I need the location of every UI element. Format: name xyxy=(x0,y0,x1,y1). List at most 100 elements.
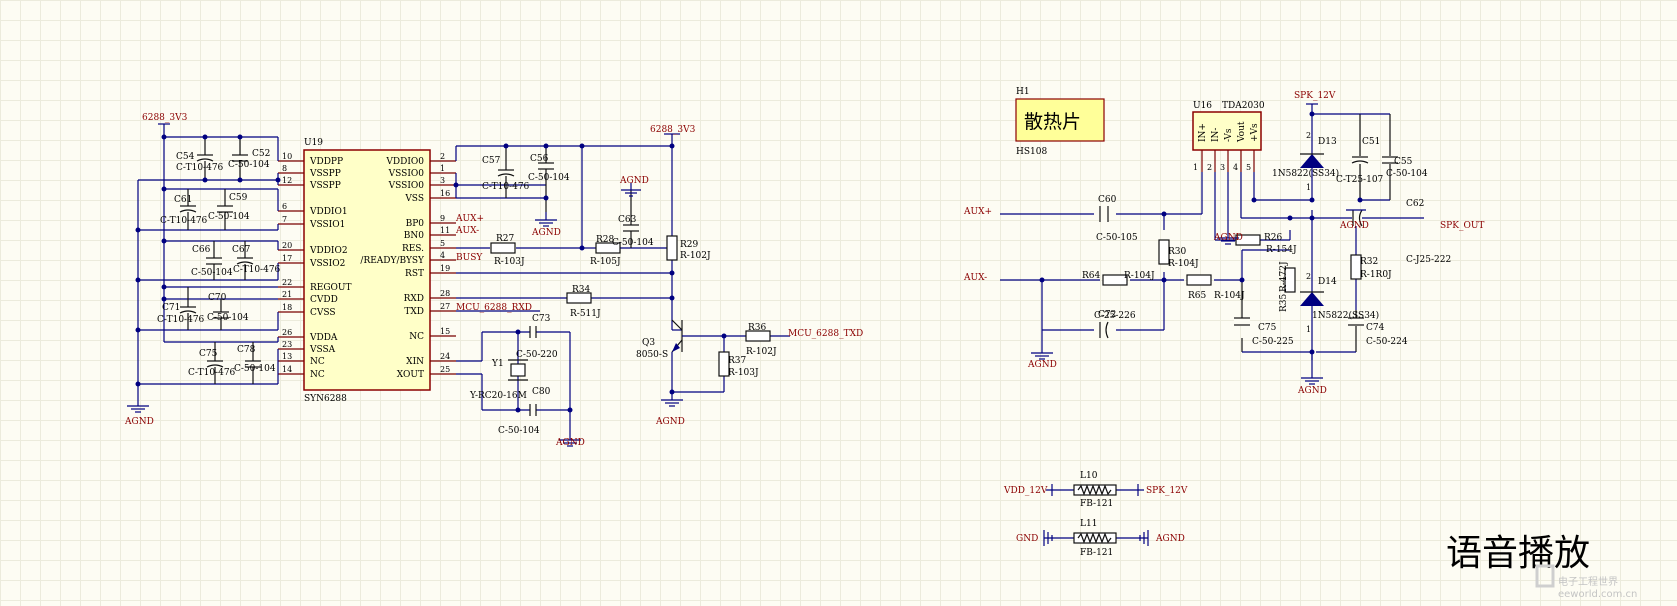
cap-c80[interactable] xyxy=(529,404,537,416)
cap-c52[interactable] xyxy=(232,154,248,162)
d13-ref: D13 xyxy=(1318,137,1337,147)
pin-name: RXD xyxy=(404,294,424,304)
pin-name: VSSPP xyxy=(309,181,341,191)
cap-c62[interactable] xyxy=(1352,209,1363,227)
diode-d13[interactable] xyxy=(1300,153,1324,168)
c80-ref: C80 xyxy=(532,387,551,397)
pin-name: VSSIO0 xyxy=(388,181,425,191)
c72-ref: C72 xyxy=(1098,310,1116,320)
u16-amplifier[interactable]: U16 TDA2030 IN+ IN- -Vs Vout +Vs 1 2 3 4… xyxy=(1192,101,1265,172)
r27-ref: R27 xyxy=(496,234,515,244)
pin-num: 6 xyxy=(282,202,287,211)
cap-c74[interactable] xyxy=(1348,317,1364,326)
q3-val: 8050-S xyxy=(636,350,668,360)
cap-c78[interactable] xyxy=(245,360,261,368)
left-junctions xyxy=(135,134,281,387)
cap-c55[interactable] xyxy=(1382,156,1398,164)
net-agnd-bead: AGND xyxy=(1155,534,1185,544)
cap-c60[interactable] xyxy=(1099,206,1109,222)
cap-c54[interactable] xyxy=(196,154,214,162)
r37-ref: R37 xyxy=(728,356,747,366)
c60-val: C-50-105 xyxy=(1096,233,1138,243)
resistor-r65[interactable] xyxy=(1186,274,1212,286)
cap-c61[interactable] xyxy=(179,205,197,213)
c63-val: C-50-104 xyxy=(612,238,654,248)
c74-ref: C74 xyxy=(1366,323,1385,333)
net-mcu-txd: MCU_6288_TXD xyxy=(788,329,863,339)
page-title: 语音播放 xyxy=(1446,533,1590,574)
pin-num: 5 xyxy=(440,239,445,248)
r26-val: R-154J xyxy=(1266,245,1297,255)
resistor-r27[interactable] xyxy=(490,242,516,254)
watermark-logo: 电子工程世界 eeworld.com.cn xyxy=(1535,564,1637,600)
cap-c75b[interactable] xyxy=(1234,317,1250,326)
pin-name: BP0 xyxy=(406,219,425,229)
cap-c70[interactable] xyxy=(213,311,229,319)
cap-c59[interactable] xyxy=(217,205,233,213)
cap-c67[interactable] xyxy=(236,257,254,265)
net-6288-3v3-left: 6288_3V3 xyxy=(142,113,188,123)
cap-c66[interactable] xyxy=(206,257,222,265)
c73-ref: C73 xyxy=(532,314,551,324)
pin-name: RES. xyxy=(402,244,424,254)
u16-ref: U16 xyxy=(1193,101,1212,111)
r28-ref: R28 xyxy=(596,235,615,245)
ground-symbol xyxy=(660,391,684,407)
net-aux-minus-amp: AUX- xyxy=(963,273,987,283)
r37-val: R-103J xyxy=(728,368,759,378)
cap-c51[interactable] xyxy=(1351,156,1369,164)
transistor-arrow-icon xyxy=(672,343,680,352)
l11-ref: L11 xyxy=(1080,519,1097,529)
cap-c71[interactable] xyxy=(179,306,197,314)
pin-num: 17 xyxy=(282,254,292,263)
pin-num: 16 xyxy=(440,189,450,198)
pin-num: 7 xyxy=(282,215,287,224)
d13-pin-k: 2 xyxy=(1306,131,1311,140)
net-vdd-12v: VDD_12V xyxy=(1003,486,1048,496)
pin-name: VSS xyxy=(404,194,424,204)
heatsink-h1[interactable]: H1 散热片 HS108 xyxy=(1015,87,1105,157)
r65-ref: R65 xyxy=(1188,291,1207,301)
u16-pin-num: 2 xyxy=(1207,163,1212,172)
diode-d14[interactable] xyxy=(1300,291,1324,306)
u19-right-junctions xyxy=(453,143,727,413)
cap-c72[interactable] xyxy=(1099,321,1109,339)
pin-name: VDDIO0 xyxy=(385,157,424,167)
d14-pin-k: 2 xyxy=(1306,272,1311,281)
net-agnd-q3: AGND xyxy=(655,417,685,427)
net-aux-plus: AUX+ xyxy=(455,214,484,224)
net-agnd-d14: AGND xyxy=(1297,386,1327,396)
c74-val: C-50-224 xyxy=(1366,337,1408,347)
crystal-y1[interactable] xyxy=(508,359,528,381)
net-agnd-out: AGND xyxy=(1339,221,1369,231)
cap-c57[interactable] xyxy=(497,169,515,177)
cap-c63[interactable] xyxy=(623,224,639,232)
pin-num: 10 xyxy=(282,152,292,161)
l10-ref: L10 xyxy=(1080,471,1098,481)
pin-num: 25 xyxy=(440,365,450,374)
q3-ref: Q3 xyxy=(642,338,655,348)
u16-pin-name: IN+ xyxy=(1198,123,1208,142)
pin-num: 9 xyxy=(440,214,445,223)
cap-c75[interactable] xyxy=(206,360,224,368)
resistor-r29[interactable] xyxy=(666,235,678,261)
pin-name: VDDPP xyxy=(309,157,343,167)
r29-val: R-102J xyxy=(680,251,711,261)
c55-ref: C55 xyxy=(1394,157,1413,167)
y1-ref: Y1 xyxy=(491,359,504,369)
ferrite-l10[interactable]: L10 FB-121 xyxy=(1046,471,1144,509)
net-agnd-c56: AGND xyxy=(531,228,561,238)
ferrite-l11[interactable]: L11 FB-121 xyxy=(1043,519,1149,558)
cap-c56[interactable] xyxy=(538,162,554,170)
r35-ref: R35 xyxy=(1279,293,1289,312)
c71-val: C-T10-476 xyxy=(157,315,205,325)
net-6288-3v3-right: 6288_3V3 xyxy=(650,125,696,135)
c59-ref: C59 xyxy=(229,193,248,203)
pin-num: 27 xyxy=(440,302,450,311)
pin-name: NC xyxy=(409,332,424,342)
cap-c73[interactable] xyxy=(529,326,537,338)
r34-val: R-511J xyxy=(570,309,601,319)
